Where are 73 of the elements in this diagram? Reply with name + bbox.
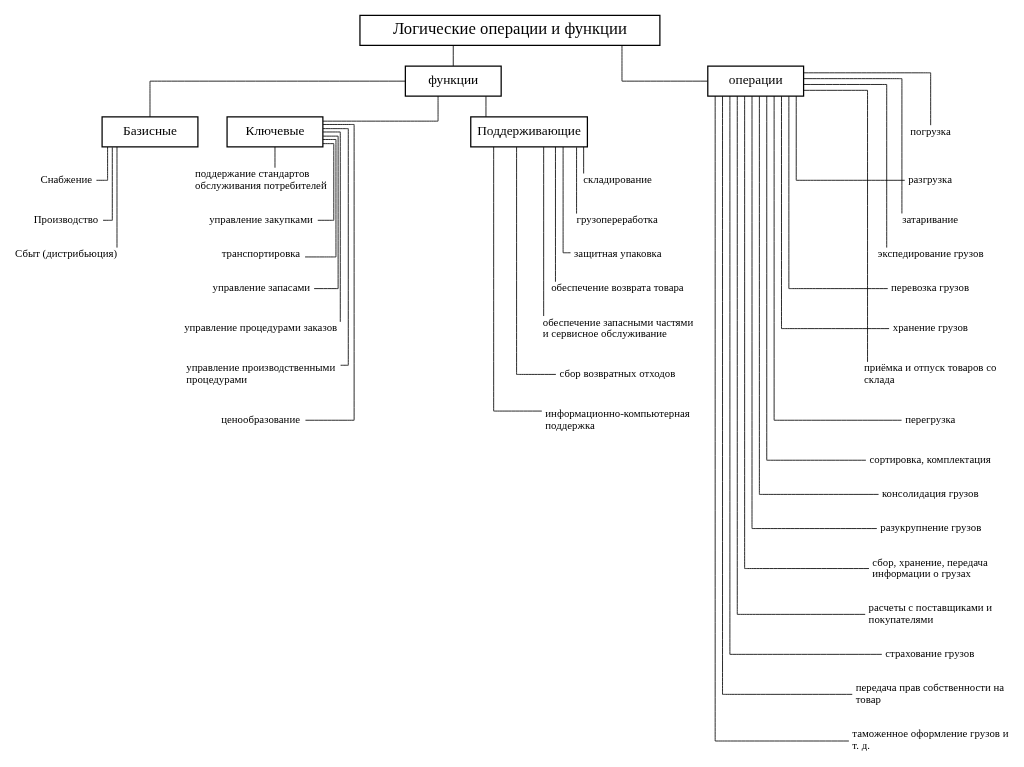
node-text: экспедирование грузов	[877, 246, 984, 259]
node-text: Сбыт (дистрибьюция)	[15, 246, 118, 259]
node-text: консолидация грузов	[881, 486, 979, 499]
node-text: ценообразование	[221, 412, 300, 425]
connector	[555, 146, 556, 282]
node-text: перевозка грузов	[891, 280, 970, 293]
connector	[744, 95, 870, 569]
node-text: сбор возвратных отходов	[559, 366, 676, 379]
node-text: разгрузка	[908, 172, 952, 185]
connector	[736, 95, 866, 615]
connector	[317, 142, 335, 221]
node-text: сбор, хранение, передача информации о грузах	[872, 555, 988, 579]
connector	[803, 89, 868, 362]
connector	[305, 123, 355, 421]
connector	[322, 131, 341, 322]
connector	[583, 146, 585, 174]
node-text: разукрупнение грузов	[880, 520, 982, 533]
node-text: передача прав собственности на товар	[855, 680, 1005, 705]
connector	[485, 95, 487, 117]
connector	[304, 138, 337, 257]
connector	[576, 146, 577, 214]
node-text: управление производственными процедурами	[186, 360, 336, 385]
connector	[313, 135, 339, 289]
node-text: управление закупками	[209, 212, 313, 225]
connector	[493, 146, 543, 411]
node-text: обеспечение возврата товара	[551, 280, 684, 293]
node-text: грузопереработка	[576, 212, 658, 225]
node-text: затаривание	[902, 212, 959, 225]
node-box: операции	[707, 65, 805, 97]
connector	[322, 127, 349, 366]
connector	[322, 95, 439, 122]
node-text: поддержание стандартов обслуживания потребителей	[194, 166, 327, 191]
connector	[803, 77, 903, 214]
connector	[102, 146, 113, 221]
node-text: таможенное оформление грузов и т. д.	[852, 726, 1009, 751]
connector	[803, 71, 932, 126]
node-text: приёмка и отпуск товаров со склада	[864, 360, 997, 385]
node-text: перегрузка	[905, 412, 956, 425]
connector	[795, 95, 906, 181]
connector	[516, 146, 557, 375]
node-text: управление запасами	[212, 280, 311, 293]
node-box: Базисные	[101, 115, 199, 148]
node-text: защитная упаковка	[574, 246, 662, 259]
node-text: Производство	[33, 212, 99, 225]
node-text: хранение грузов	[892, 320, 968, 333]
connector	[788, 95, 889, 289]
connector	[781, 95, 890, 329]
node-box: функции	[404, 65, 502, 97]
connector	[729, 95, 883, 655]
node-box: Логические операции и функции	[359, 14, 661, 46]
node-text: сортировка, комплектация	[869, 452, 991, 465]
connector	[562, 146, 571, 253]
node-text: страхование грузов	[885, 646, 975, 659]
node-text: управление процедурами заказов	[184, 320, 338, 333]
node-text: обеспечение запасными частями и сервисное обслуживание	[542, 315, 694, 339]
connector	[149, 80, 406, 117]
connector	[274, 146, 276, 168]
node-text: Снабжение	[40, 172, 93, 185]
connector	[452, 44, 454, 66]
node-box: Поддерживающие	[470, 115, 589, 148]
node-text: информационно-компьютерная поддержка	[545, 406, 690, 431]
node-text: транспортировка	[221, 246, 301, 259]
connector	[116, 146, 118, 248]
connector	[766, 95, 867, 461]
connector	[621, 44, 708, 82]
connector	[543, 146, 545, 316]
node-text: складирование	[583, 172, 652, 185]
connector	[803, 83, 888, 248]
node-text: погрузка	[910, 124, 951, 137]
connector	[773, 95, 902, 421]
connector	[96, 146, 109, 181]
node-box: Ключевые	[226, 115, 324, 148]
node-text: расчеты с поставщиками и покупателями	[868, 600, 993, 625]
